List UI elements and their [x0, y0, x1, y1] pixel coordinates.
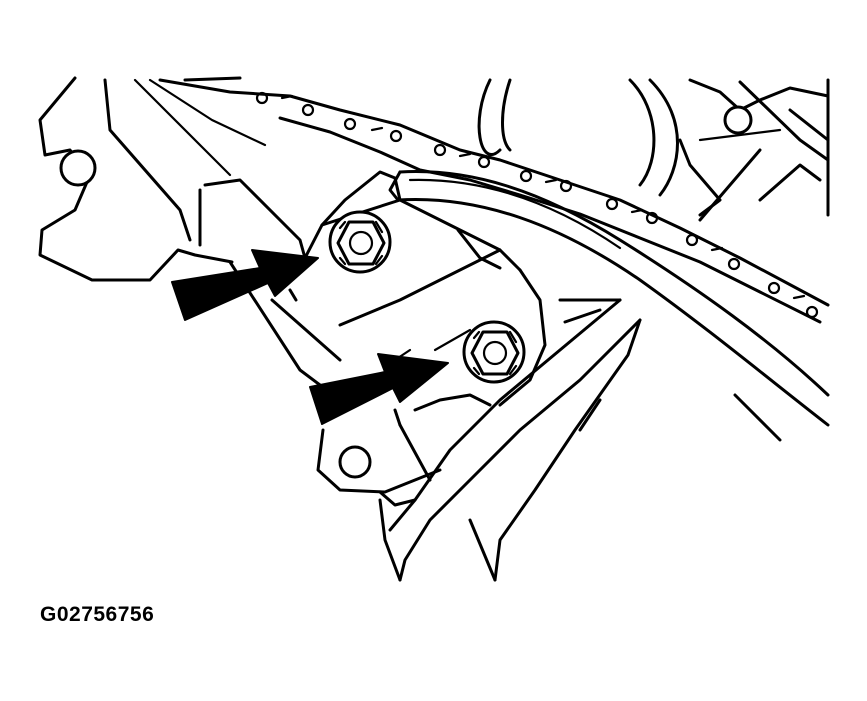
- right-housing: [678, 78, 830, 222]
- figure-reference-code: G02756756: [40, 603, 155, 626]
- timing-chain: [158, 76, 830, 324]
- arrow-icon: [171, 249, 319, 321]
- lower-bracket: [316, 408, 442, 507]
- arrow-icon: [309, 353, 449, 425]
- tensioner-body: [303, 170, 547, 412]
- tensioner-arm: [378, 298, 642, 582]
- cam-sprocket: [477, 78, 679, 197]
- upper-bolt: [328, 210, 392, 274]
- lower-bolt: [462, 320, 526, 384]
- chain-guide-rail: [388, 170, 830, 442]
- engine-housing: [38, 76, 342, 387]
